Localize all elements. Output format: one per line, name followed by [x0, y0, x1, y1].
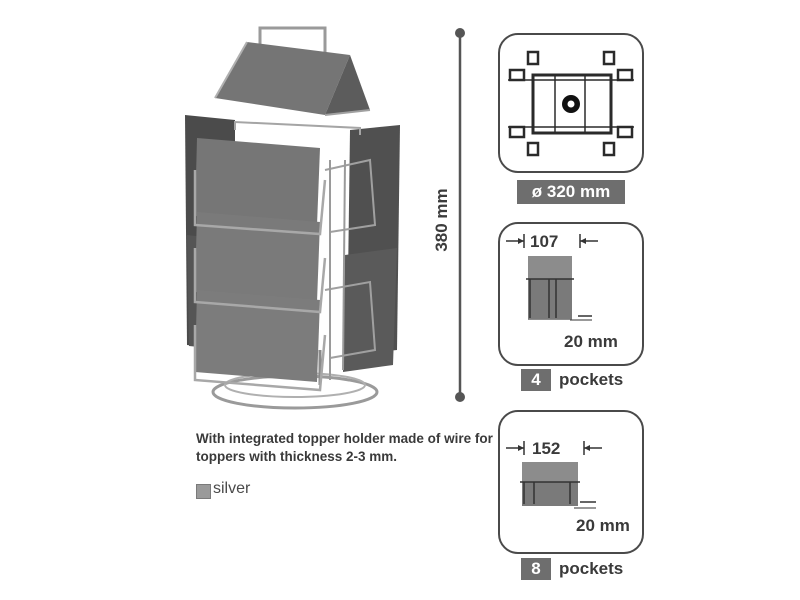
pocket-8-count: 8 — [521, 558, 551, 580]
pocket-8-label: pockets — [559, 559, 624, 578]
height-dimension-line — [455, 28, 465, 402]
pocket-8-diagram — [506, 441, 602, 509]
base-top-view-diagram — [508, 50, 634, 157]
pocket-8-width-label: 152 — [532, 439, 561, 458]
pocket-option-4-card: 107 20 mm — [498, 222, 644, 366]
pocket-4-diagram — [506, 234, 598, 321]
pocket-tier-2 — [195, 212, 320, 302]
base-diameter-label: ø 320 mm — [517, 180, 625, 204]
brochure-stand-illustration — [185, 26, 400, 410]
topper-panel — [215, 42, 350, 115]
color-option-label: silver — [213, 480, 251, 497]
topper-handle — [258, 26, 327, 55]
pocket-4-depth-label: 20 mm — [564, 332, 618, 351]
pocket-tier-3 — [195, 290, 320, 382]
base-dimension-card — [498, 33, 644, 173]
pocket-8-depth-label: 20 mm — [576, 516, 630, 535]
pocket-4-width-label: 107 — [530, 232, 559, 251]
pocket-4-label: pockets — [559, 370, 624, 389]
dimension-endpoint-bottom — [455, 392, 465, 402]
pocket-tier-1 — [195, 138, 320, 225]
color-swatch — [196, 484, 211, 499]
pocket-4-count: 4 — [521, 369, 551, 391]
product-description: With integrated topper holder made of wi… — [196, 431, 493, 464]
pocket-option-8-card: 152 20 mm — [498, 410, 644, 554]
height-label: 380 mm — [432, 188, 451, 252]
